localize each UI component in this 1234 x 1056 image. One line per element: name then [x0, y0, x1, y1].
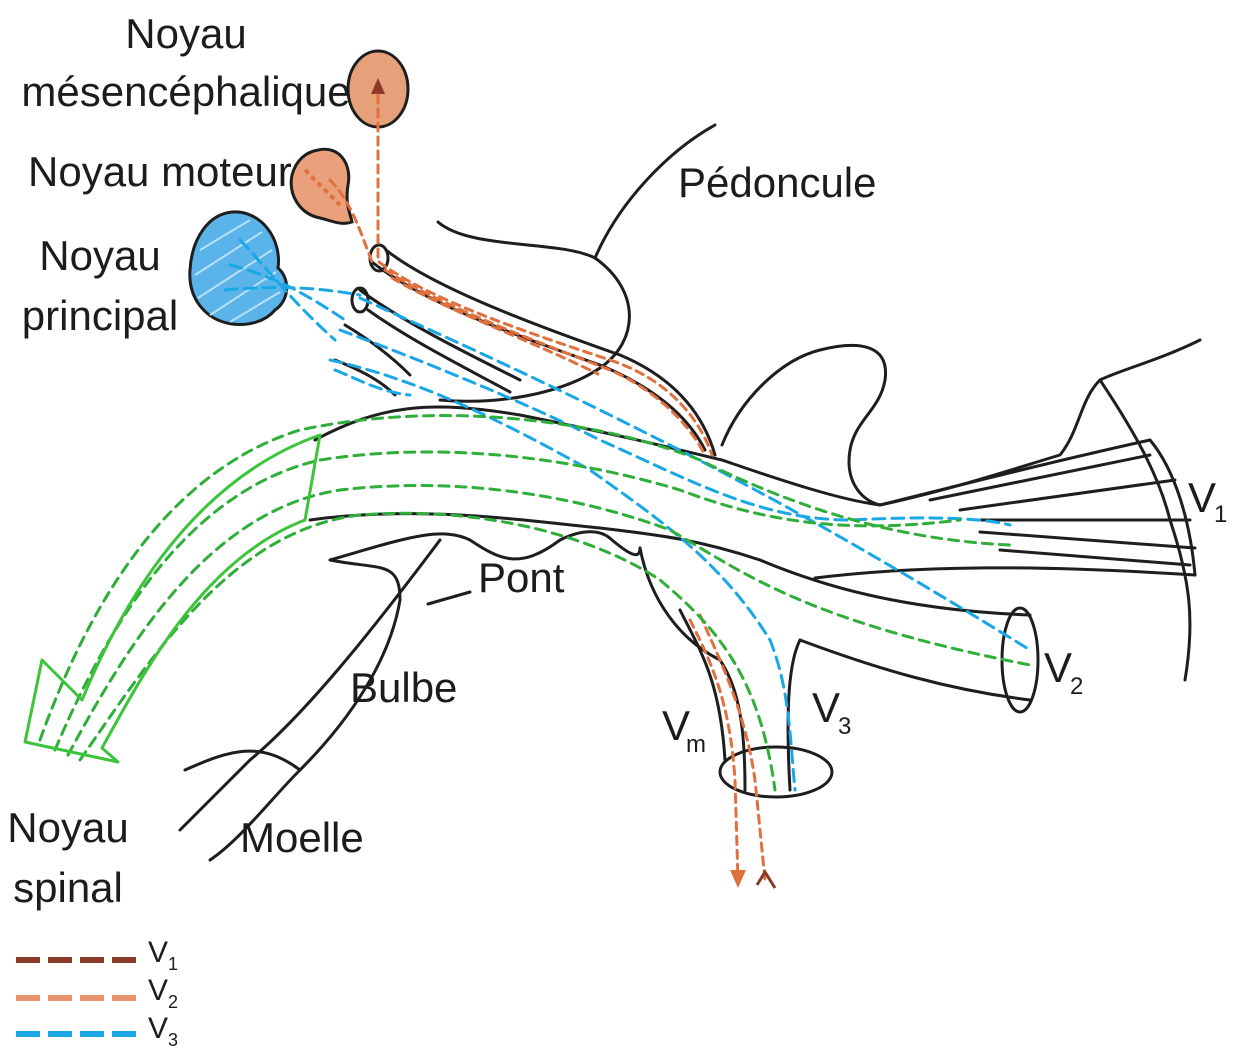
sensory-trunk-4 — [335, 370, 410, 395]
legend-label-v2: V — [148, 974, 168, 1007]
label-vm-sub: m — [686, 731, 706, 758]
label-noyau-spinal-1: Noyau — [7, 804, 128, 851]
motor-root-fiber-2 — [385, 270, 705, 455]
root-tube-4 — [335, 360, 395, 395]
label-pedoncule: Pédoncule — [678, 159, 877, 206]
sensory-trunk-2 — [340, 330, 1010, 525]
label-noyau-principal-1: Noyau — [39, 232, 160, 279]
label-noyau-spinal-2: spinal — [13, 864, 123, 911]
label-v1: V — [1188, 474, 1216, 521]
spinal-arrow-icon — [25, 435, 320, 762]
legend-label-v1: V — [148, 936, 168, 969]
label-noyau-moteur: Noyau moteur — [28, 148, 292, 195]
trigeminal-trunk — [310, 245, 1195, 797]
ganglion-right-contour — [1100, 380, 1190, 680]
label-noyau-principal-2: principal — [22, 292, 178, 339]
label-v2-sub: 2 — [1070, 673, 1083, 700]
v1-fan-lower — [815, 568, 1195, 578]
legend-sub-v2: 2 — [168, 992, 178, 1012]
legend-item-v1: V 1 — [16, 936, 178, 974]
spinal-fibers — [40, 416, 1030, 790]
legend: V 1 V 2 V 3 — [16, 936, 178, 1050]
v1-fan-upper — [880, 440, 1150, 505]
v3-right-edge — [788, 640, 800, 790]
ganglion-top-contour — [880, 340, 1200, 505]
v1-fan-5 — [1000, 550, 1190, 565]
motor-nucleus — [291, 149, 352, 223]
motor-fibers — [330, 95, 765, 880]
pont-pointer — [428, 592, 470, 604]
label-noyau-mesencephalique-1: Noyau — [125, 10, 246, 57]
label-v1-sub: 1 — [1214, 501, 1227, 528]
spinal-fiber-3 — [68, 486, 1030, 755]
legend-label-v3: V — [148, 1012, 168, 1045]
vm-arrow-right-icon — [757, 872, 775, 888]
label-v3: V — [812, 684, 840, 731]
label-moelle: Moelle — [240, 814, 364, 861]
label-noyau-mesencephalique-2: mésencéphalique — [21, 68, 350, 115]
label-pont: Pont — [478, 554, 565, 601]
vm-arrow-left-icon — [730, 870, 746, 888]
v1-fan-2 — [960, 480, 1175, 510]
v1-fan-4 — [980, 532, 1195, 548]
legend-sub-v1: 1 — [168, 954, 178, 974]
legend-sub-v3: 3 — [168, 1030, 178, 1050]
legend-item-v3: V 3 — [16, 1012, 178, 1050]
label-v3-sub: 3 — [838, 713, 851, 740]
label-bulbe: Bulbe — [350, 664, 457, 711]
legend-item-v2: V 2 — [16, 974, 178, 1012]
motor-root-fiber-1 — [379, 262, 712, 455]
trunk-upper-edge — [315, 407, 880, 505]
label-v2: V — [1044, 644, 1072, 691]
